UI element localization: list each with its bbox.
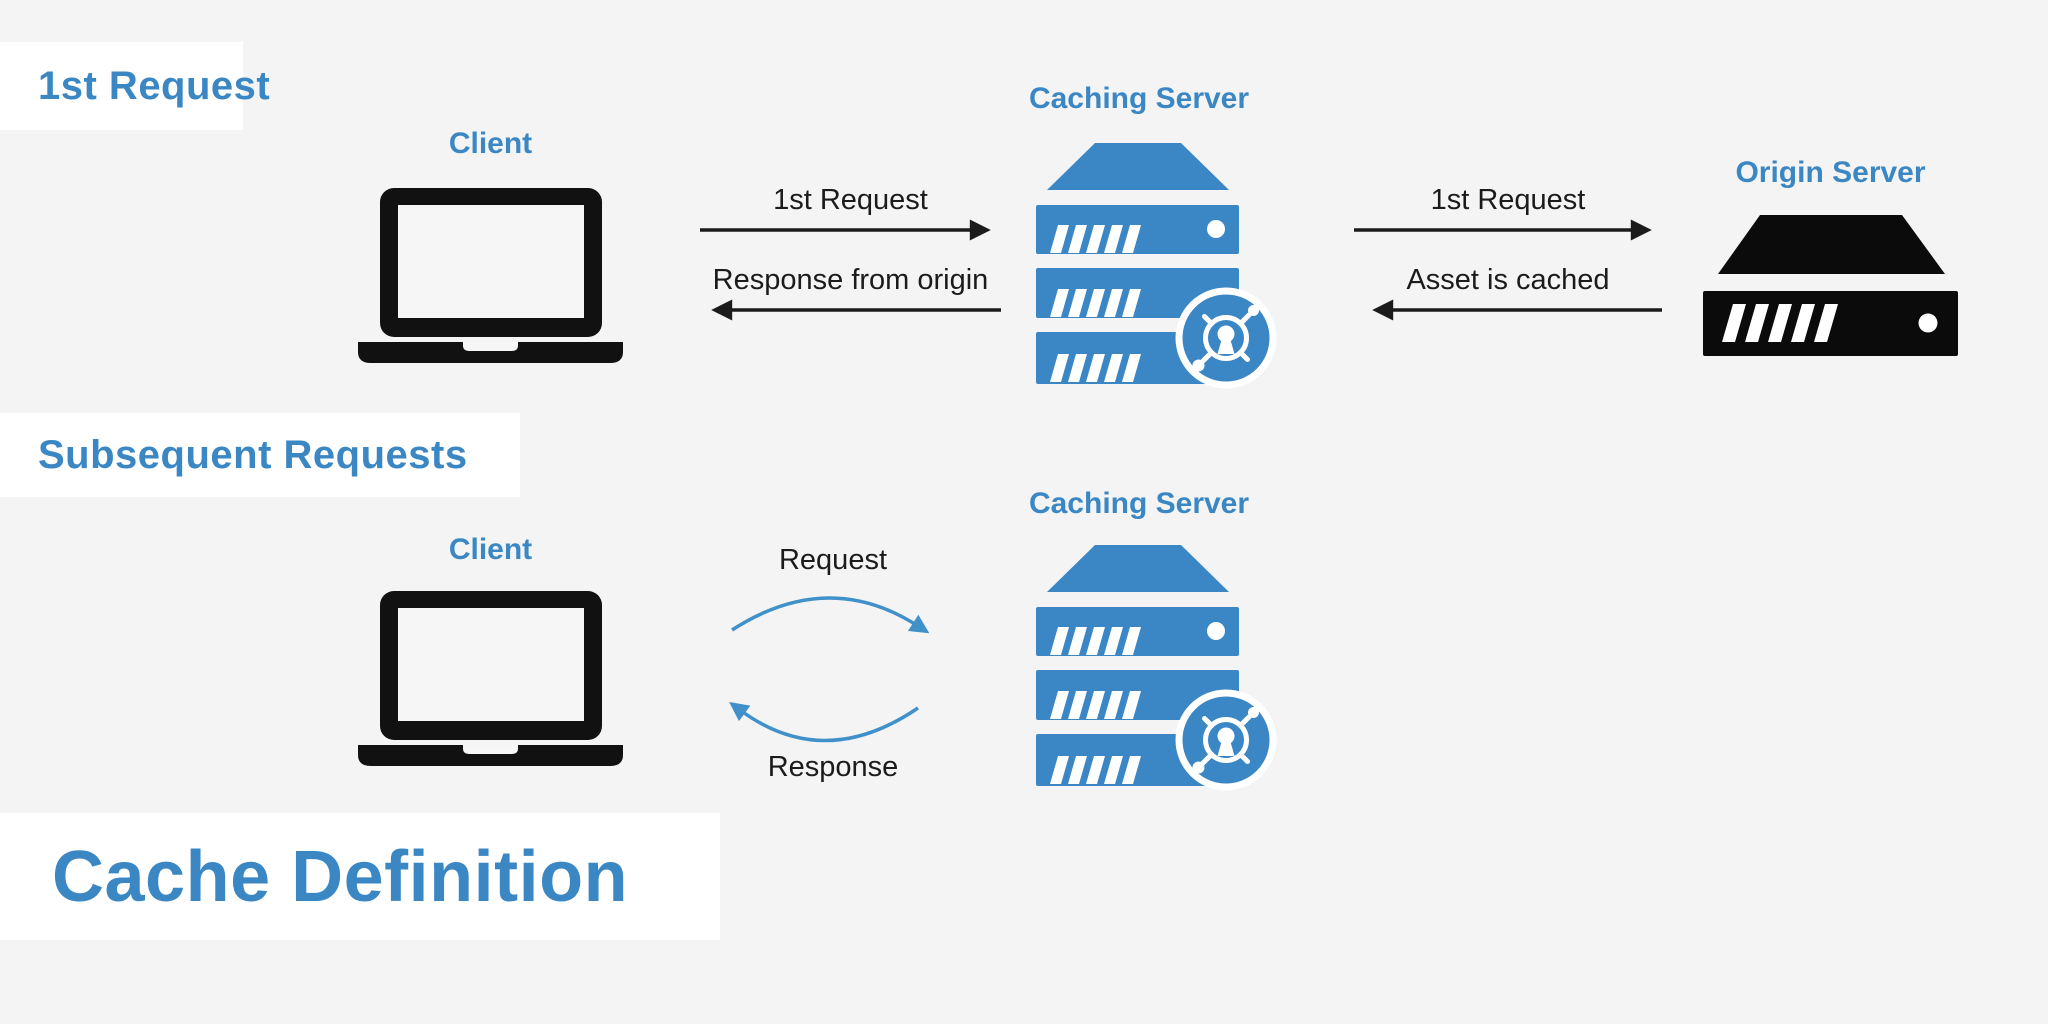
client-label-top: Client xyxy=(448,127,533,160)
subsequent-requests-heading-box: Subsequent Requests xyxy=(0,413,520,497)
laptop-icon xyxy=(358,188,623,363)
client-label-bottom: Client xyxy=(448,533,533,566)
caching-server-stack-icon xyxy=(1036,143,1277,389)
secure-lock-badge-icon xyxy=(1175,689,1277,791)
curved-arrows-icon xyxy=(729,596,930,743)
arrow-left-icon xyxy=(1372,299,1662,321)
arrow-label-response: Response xyxy=(767,751,899,783)
subsequent-requests-heading: Subsequent Requests xyxy=(38,432,468,477)
arrow-right-icon xyxy=(700,219,991,241)
first-request-heading-box: 1st Request xyxy=(0,42,270,130)
caching-server-label-bottom: Caching Server xyxy=(1028,487,1250,520)
page-title: Cache Definition xyxy=(52,836,629,917)
arrow-label-client-to-cache: 1st Request xyxy=(773,184,928,216)
origin-server-icon xyxy=(1703,215,1958,356)
caching-server-label-top: Caching Server xyxy=(1028,82,1250,115)
arrow-label-request: Request xyxy=(778,544,887,576)
laptop-icon xyxy=(358,591,623,766)
first-request-heading: 1st Request xyxy=(38,63,271,108)
arrow-label-cache-to-origin: 1st Request xyxy=(1430,184,1586,216)
arrow-label-origin-to-cache: Asset is cached xyxy=(1406,264,1610,296)
arrow-right-icon xyxy=(1354,219,1652,241)
arrow-left-icon xyxy=(711,299,1001,321)
caching-server-stack-icon xyxy=(1036,545,1277,791)
page-title-box: Cache Definition xyxy=(0,813,720,940)
arrow-label-cache-to-client: Response from origin xyxy=(712,264,989,296)
origin-server-label: Origin Server xyxy=(1735,156,1926,189)
secure-lock-badge-icon xyxy=(1175,287,1277,389)
